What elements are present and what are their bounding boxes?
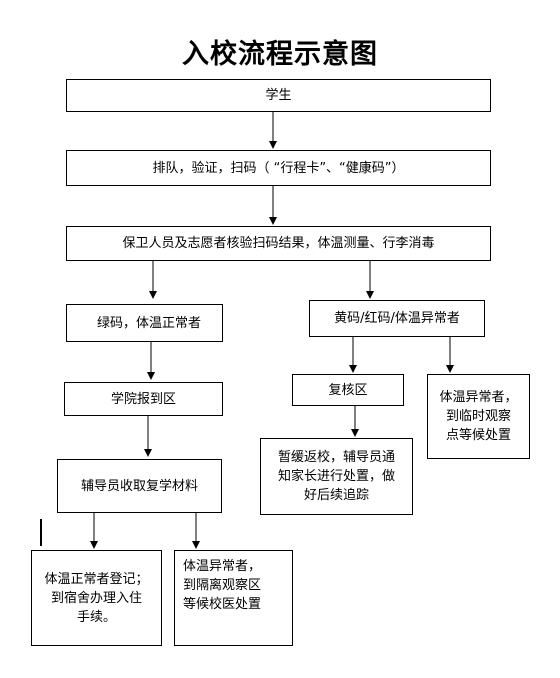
guard-check-box: 保卫人员及志愿者核验扫码结果，体温测量、行李消毒 — [66, 226, 491, 261]
isolation-label: 体温异常者， 到隔离观察区 等候校医处置 — [183, 559, 262, 612]
page-title: 入校流程示意图 — [182, 39, 378, 70]
suspend-return-label: 暂缓返校，辅导员通 知家长进行处置，做 好后续追踪 — [277, 450, 395, 503]
normal-dorm-box: 体温正常者登记； 到宿舍办理入住 手续。 — [31, 550, 162, 646]
recheck-area-box: 复核区 — [292, 374, 404, 406]
college-register-label: 学院报到区 — [110, 391, 176, 407]
college-register-box: 学院报到区 — [64, 382, 223, 416]
student-box: 学生 — [66, 79, 491, 112]
temp-point-box: 体温异常者， 到临时观察 点等候处置 — [427, 374, 530, 459]
yellow-red-abnormal-label: 黄码/红码/体温异常者 — [334, 311, 460, 326]
queue-verify-scan-label: 排队，验证，扫码（ “行程卡”、“健康码”） — [152, 160, 405, 176]
counselor-collect-label: 辅导员收取复学材料 — [80, 478, 198, 494]
yellow-red-abnormal-box: 黄码/红码/体温异常者 — [309, 300, 485, 337]
suspend-return-box: 暂缓返校，辅导员通 知家长进行处置，做 好后续追踪 — [260, 438, 413, 515]
green-normal-box: 绿码，体温正常者 — [66, 304, 223, 342]
queue-verify-scan-box: 排队，验证，扫码（ “行程卡”、“健康码”） — [66, 150, 491, 186]
temp-point-label: 体温异常者， 到临时观察 点等候处置 — [439, 390, 518, 443]
normal-dorm-label: 体温正常者登记； 到宿舍办理入住 手续。 — [44, 571, 149, 625]
isolation-box: 体温异常者， 到隔离观察区 等候校医处置 — [174, 550, 293, 646]
green-normal-label: 绿码，体温正常者 — [97, 315, 202, 331]
guard-check-label: 保卫人员及志愿者核验扫码结果，体温测量、行李消毒 — [122, 236, 435, 251]
recheck-area-label: 复核区 — [328, 382, 368, 398]
counselor-collect-box: 辅导员收取复学材料 — [57, 459, 222, 513]
student-label: 学生 — [265, 88, 292, 103]
